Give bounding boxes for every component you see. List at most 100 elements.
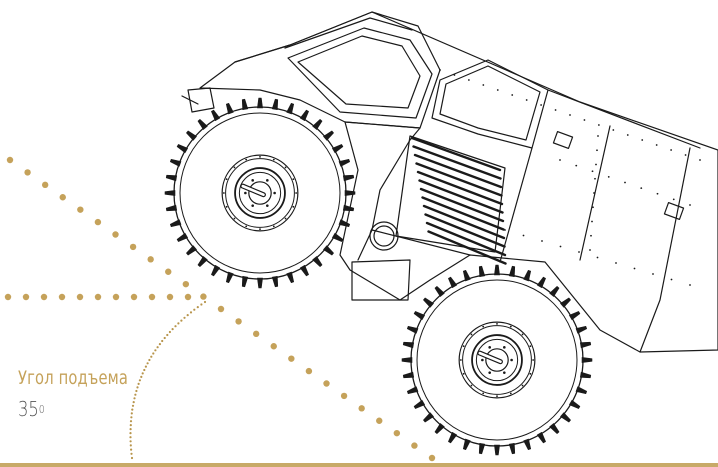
arc-dot (132, 401, 135, 404)
guide-dot (77, 206, 84, 213)
arc-dot (158, 343, 161, 346)
guide-dot (94, 293, 102, 301)
arc-dot (143, 368, 146, 372)
arc-dot (129, 432, 132, 435)
guide-dot (200, 293, 207, 300)
arc-dot (130, 412, 133, 415)
guide-dot (428, 454, 436, 462)
arc-dot (200, 303, 203, 306)
guide-dot (184, 293, 192, 301)
guide-dot (217, 305, 225, 313)
guide-dot (40, 293, 48, 301)
guide-dot (59, 194, 66, 201)
guide-dot (411, 442, 418, 449)
arc-dot (148, 358, 151, 362)
guide-dot (58, 293, 66, 301)
arc-dot (163, 336, 166, 340)
arc-dot (130, 456, 134, 460)
vehicle-handle-2 (663, 202, 685, 220)
spec-value-number: 35 (18, 397, 39, 421)
guide-dot (235, 318, 242, 325)
amphibious-atv-line-drawing (164, 11, 718, 456)
arc-dot (156, 346, 159, 349)
arc-dot (186, 314, 189, 317)
arc-dot (150, 355, 153, 358)
vehicle-door-line-2 (499, 147, 533, 263)
arc-dot (144, 365, 147, 368)
rear-wheel (401, 264, 593, 456)
arc-dot (141, 372, 144, 375)
arc-dot (161, 339, 164, 343)
guide-dot (252, 330, 260, 338)
spec-value: 350 (18, 396, 198, 422)
vehicle-side-window-inner (439, 65, 541, 141)
vehicle-front-bumper (187, 87, 215, 113)
vehicle-windshield (287, 27, 433, 119)
arc-dot (180, 319, 183, 322)
guide-dot (305, 367, 313, 375)
arc-dot (129, 444, 132, 447)
arc-dot (130, 448, 133, 451)
arc-dot (154, 349, 157, 352)
guide-dot (393, 429, 401, 437)
vehicle-door-line (547, 89, 701, 149)
arc-dot (152, 352, 155, 355)
guide-dot (94, 218, 102, 226)
arc-dot (130, 416, 133, 419)
vehicle-lower-edge (371, 229, 471, 256)
arc-dot (129, 420, 133, 423)
vehicle-body-outline (199, 11, 718, 353)
guide-dot (323, 380, 330, 387)
arc-dot (129, 440, 132, 443)
arc-dot (174, 325, 177, 328)
guide-dot (288, 355, 295, 362)
vehicle-door-line-3 (579, 125, 611, 261)
arc-dot (136, 386, 139, 389)
guide-dot (166, 293, 174, 301)
arc-dot (203, 300, 207, 304)
spec-title: Угол подъема (18, 367, 129, 389)
arc-dot (131, 408, 134, 411)
arc-dot (140, 375, 143, 378)
guide-dot (22, 293, 30, 301)
arc-dot (171, 328, 174, 331)
spec-caption: Угол подъема 350 (18, 366, 238, 422)
guide-dot (112, 293, 120, 301)
arc-dot (146, 362, 149, 365)
arc-dot (138, 379, 141, 382)
vehicle-side-port (369, 221, 399, 251)
guide-dot (4, 293, 12, 301)
guide-dot (358, 405, 365, 412)
guide-dot (340, 392, 348, 400)
guide-dot (41, 181, 49, 189)
arc-dot (168, 330, 171, 334)
arc-dot (134, 393, 137, 396)
arc-dot (193, 308, 196, 311)
guide-dot (147, 256, 154, 263)
arc-dot (129, 436, 132, 439)
vehicle-roof-line (284, 17, 413, 49)
arc-dot (129, 424, 132, 427)
arc-dot (130, 452, 133, 455)
vehicle-side-window (431, 59, 549, 149)
arc-dot (129, 428, 132, 431)
guide-dot (270, 343, 277, 350)
guide-dot (112, 231, 119, 238)
arc-dot (177, 322, 180, 325)
arc-dot (133, 397, 136, 400)
arc-dot (135, 389, 138, 393)
front-wheel (164, 97, 356, 289)
vehicle-rivets (439, 69, 701, 286)
spec-value-unit: 0 (38, 403, 45, 416)
guide-dot (148, 293, 156, 301)
guide-dot (130, 293, 138, 301)
vehicle-grille (395, 135, 507, 265)
arc-dot (166, 333, 169, 337)
guide-dot (76, 293, 84, 301)
arc-dot (137, 382, 140, 385)
arc-dot (131, 404, 135, 407)
climb-angle-dotted-arc (4, 156, 436, 462)
bottom-rule (0, 463, 718, 467)
